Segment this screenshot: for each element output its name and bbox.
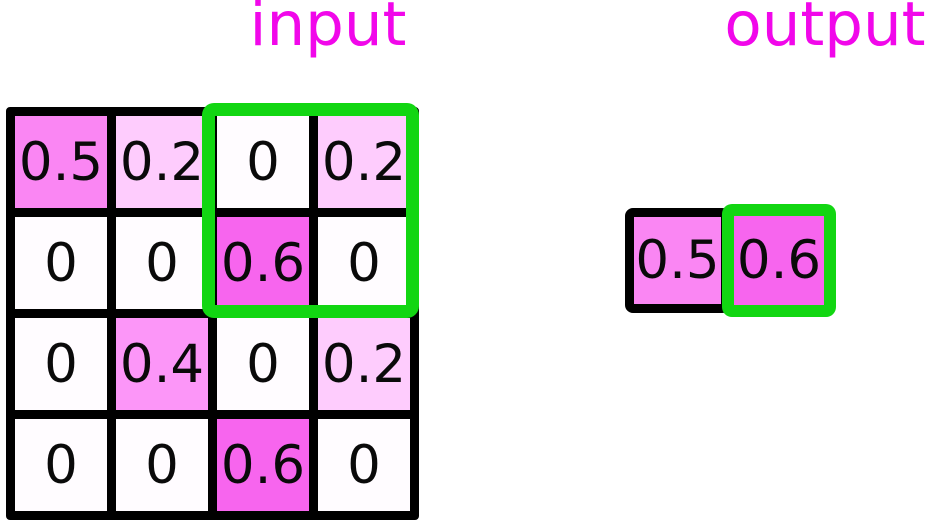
input-cell-r2-c1: 0 xyxy=(15,217,107,309)
output-cell-2-highlighted: 0.6 xyxy=(722,204,836,317)
input-cell-r3-c3: 0 xyxy=(217,318,309,410)
input-cell-r4-c3: 0.6 xyxy=(217,419,309,511)
input-cell-r1-c3: 0 xyxy=(217,116,309,208)
input-cell-r1-c2: 0.2 xyxy=(116,116,208,208)
output-title: output xyxy=(724,0,926,60)
input-cell-r2-c3: 0.6 xyxy=(217,217,309,309)
input-cell-r2-c2: 0 xyxy=(116,217,208,309)
input-cell-r3-c4: 0.2 xyxy=(318,318,410,410)
input-cell-r4-c4: 0 xyxy=(318,419,410,511)
input-cell-r2-c4: 0 xyxy=(318,217,410,309)
input-cell-r3-c1: 0 xyxy=(15,318,107,410)
input-cell-r4-c1: 0 xyxy=(15,419,107,511)
input-cell-r1-c1: 0.5 xyxy=(15,116,107,208)
input-title: input xyxy=(249,0,407,60)
output-cell-1: 0.5 xyxy=(625,208,730,313)
input-cell-r3-c2: 0.4 xyxy=(116,318,208,410)
input-cell-r4-c2: 0 xyxy=(116,419,208,511)
input-cell-r1-c4: 0.2 xyxy=(318,116,410,208)
